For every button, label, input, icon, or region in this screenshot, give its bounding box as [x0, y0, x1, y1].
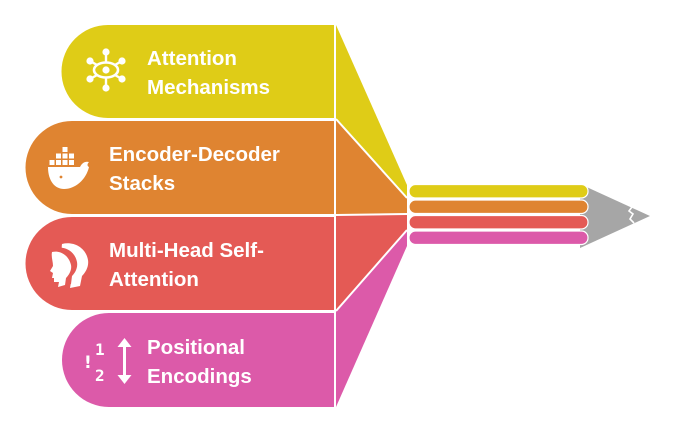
- sort-icon-two: 2: [95, 366, 105, 385]
- pill-shape: [25, 121, 334, 214]
- sort-icon-bang: !: [84, 353, 92, 373]
- eye-network-icon: [86, 48, 126, 92]
- pill-label-line-1: Encoder-Decoder: [109, 143, 280, 166]
- pill-encoder-decoder-stacks: Encoder-Decoder Stacks: [25, 121, 334, 214]
- pencil-tip: [580, 184, 650, 248]
- pill-label-line-2: Mechanisms: [147, 76, 270, 99]
- pencil-stripe-positional-encodings: [409, 231, 588, 245]
- pill-label-line-1: Attention: [147, 47, 237, 70]
- pencil-stripes: [408, 183, 589, 246]
- funnel-wedge-encoder-decoder-stacks: [336, 119, 407, 215]
- pencil-tip-shape: [580, 184, 650, 248]
- pill-multi-head-self-attention: Multi-Head Self- Attention: [25, 217, 334, 310]
- funnel-wedge-attention-mechanisms: [336, 25, 407, 198]
- pill-label-line-2: Attention: [109, 268, 199, 291]
- pill-shape: [61, 25, 334, 118]
- funnel-wedge-positional-encodings: [336, 230, 407, 407]
- sort-icon-one: 1: [95, 340, 105, 359]
- pill-shape: [62, 313, 334, 407]
- pill-label-line-1: Positional: [147, 336, 245, 359]
- pill-label-line-2: Stacks: [109, 172, 175, 195]
- pill-label-line-2: Encodings: [147, 365, 252, 388]
- pill-shape: [25, 217, 334, 310]
- docker-whale-icon: [48, 147, 89, 189]
- pill-attention-mechanisms: Attention Mechanisms: [61, 25, 334, 118]
- sort-numeric-icon: ! 1 2: [84, 338, 132, 385]
- pill-label-line-1: Multi-Head Self-: [109, 239, 264, 262]
- pencil-stripe-multi-head-self-attention: [409, 215, 588, 229]
- funnel-wedge-multi-head-self-attention: [336, 214, 407, 311]
- two-heads-icon: [50, 243, 89, 288]
- pencil-stripe-encoder-decoder-stacks: [409, 200, 588, 214]
- pill-positional-encodings: ! 1 2 Positional Encodings: [62, 313, 334, 407]
- funnel-wedges: [335, 25, 408, 407]
- separators: [20, 20, 409, 412]
- pencil-stripe-attention-mechanisms: [409, 184, 588, 198]
- pencil-tip-break: [627, 202, 635, 224]
